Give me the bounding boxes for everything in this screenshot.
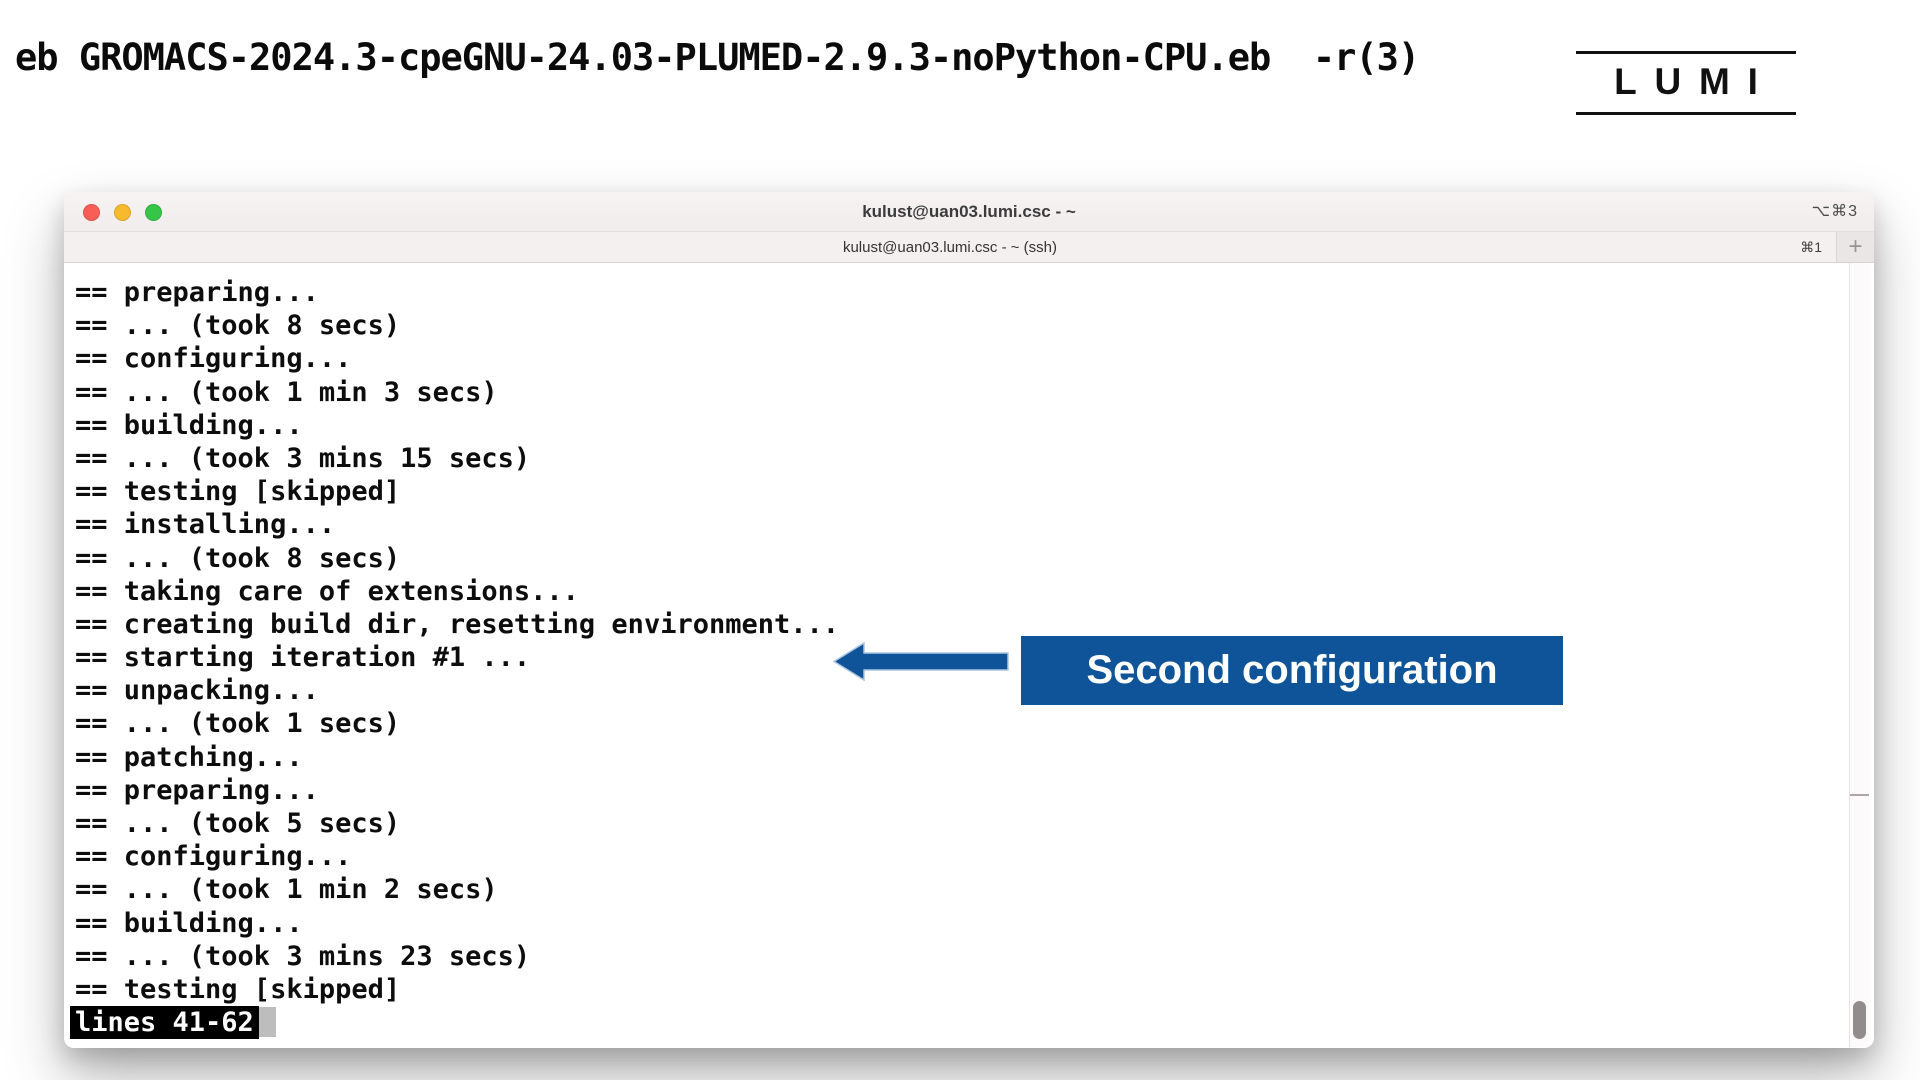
new-tab-button[interactable]: + xyxy=(1837,232,1874,262)
scrollbar-thumb[interactable] xyxy=(1853,1001,1866,1039)
tab-shortcut-badge: ⌘1 xyxy=(1800,238,1822,255)
terminal-line: == ... (took 1 min 3 secs) xyxy=(75,376,498,408)
terminal-line: == taking care of extensions... xyxy=(75,575,579,607)
left-arrow-icon xyxy=(833,642,1009,681)
terminal-line: == ... (took 1 min 2 secs) xyxy=(75,874,498,906)
traffic-lights xyxy=(83,192,162,232)
terminal-line: == ... (took 1 secs) xyxy=(75,708,401,740)
annotation-label: Second configuration xyxy=(1086,648,1498,692)
pager-status-line: lines 41-62 xyxy=(70,1006,276,1039)
terminal-line: == ... (took 8 secs) xyxy=(75,310,401,342)
minimize-button[interactable] xyxy=(114,203,131,221)
plus-icon: + xyxy=(1848,233,1863,260)
terminal-line: == building... xyxy=(75,907,303,939)
tab-bar: kulust@uan03.lumi.csc - ~ (ssh) ⌘1 + xyxy=(64,232,1874,263)
terminal-line: == preparing... xyxy=(75,774,319,806)
terminal-line: == ... (took 3 mins 23 secs) xyxy=(75,940,531,972)
pager-status-text: lines 41-62 xyxy=(70,1006,259,1039)
terminal-line: == creating build dir, resetting environ… xyxy=(75,608,840,640)
lumi-logo: LUMI xyxy=(1576,51,1796,115)
terminal-window: kulust@uan03.lumi.csc - ~ ⌥⌘3 kulust@uan… xyxy=(64,192,1874,1048)
terminal-line: == testing [skipped] xyxy=(75,973,401,1005)
terminal-line: == starting iteration #1 ... xyxy=(75,642,531,674)
terminal-output[interactable]: == preparing... == ... (took 8 secs) == … xyxy=(64,263,1848,1047)
zoom-button[interactable] xyxy=(145,203,162,221)
annotation-callout: Second configuration xyxy=(1021,636,1563,705)
terminal-line: == preparing... xyxy=(75,277,319,308)
terminal-line: == testing [skipped] xyxy=(75,476,401,508)
terminal-line: == ... (took 8 secs) xyxy=(75,542,401,574)
terminal-line: == configuring... xyxy=(75,343,352,375)
lumi-logo-text: LUMI xyxy=(1614,61,1776,102)
scrollbar-mark xyxy=(1850,794,1869,796)
terminal-line: == installing... xyxy=(75,509,336,541)
terminal-cursor xyxy=(258,1007,276,1037)
terminal-pane[interactable]: == preparing... == ... (took 8 secs) == … xyxy=(64,263,1874,1047)
terminal-line: == ... (took 5 secs) xyxy=(75,808,401,839)
close-button[interactable] xyxy=(83,203,100,221)
terminal-line: == configuring... xyxy=(75,841,352,873)
tab-label: kulust@uan03.lumi.csc - ~ (ssh) xyxy=(842,238,1058,256)
window-titlebar[interactable]: kulust@uan03.lumi.csc - ~ ⌥⌘3 xyxy=(64,192,1874,232)
terminal-line: == unpacking... xyxy=(75,675,319,707)
window-shortcut-badge: ⌥⌘3 xyxy=(1811,203,1858,220)
window-title: kulust@uan03.lumi.csc - ~ xyxy=(862,202,1076,221)
terminal-line: == building... xyxy=(75,409,303,441)
terminal-line: == ... (took 3 mins 15 secs) xyxy=(75,442,531,474)
tab-ssh-session[interactable]: kulust@uan03.lumi.csc - ~ (ssh) ⌘1 xyxy=(64,232,1837,262)
slide-title: eb GROMACS-2024.3-cpeGNU-24.03-PLUMED-2.… xyxy=(15,36,1420,79)
terminal-line: == patching... xyxy=(75,741,303,773)
scrollbar-track[interactable] xyxy=(1849,263,1869,1047)
